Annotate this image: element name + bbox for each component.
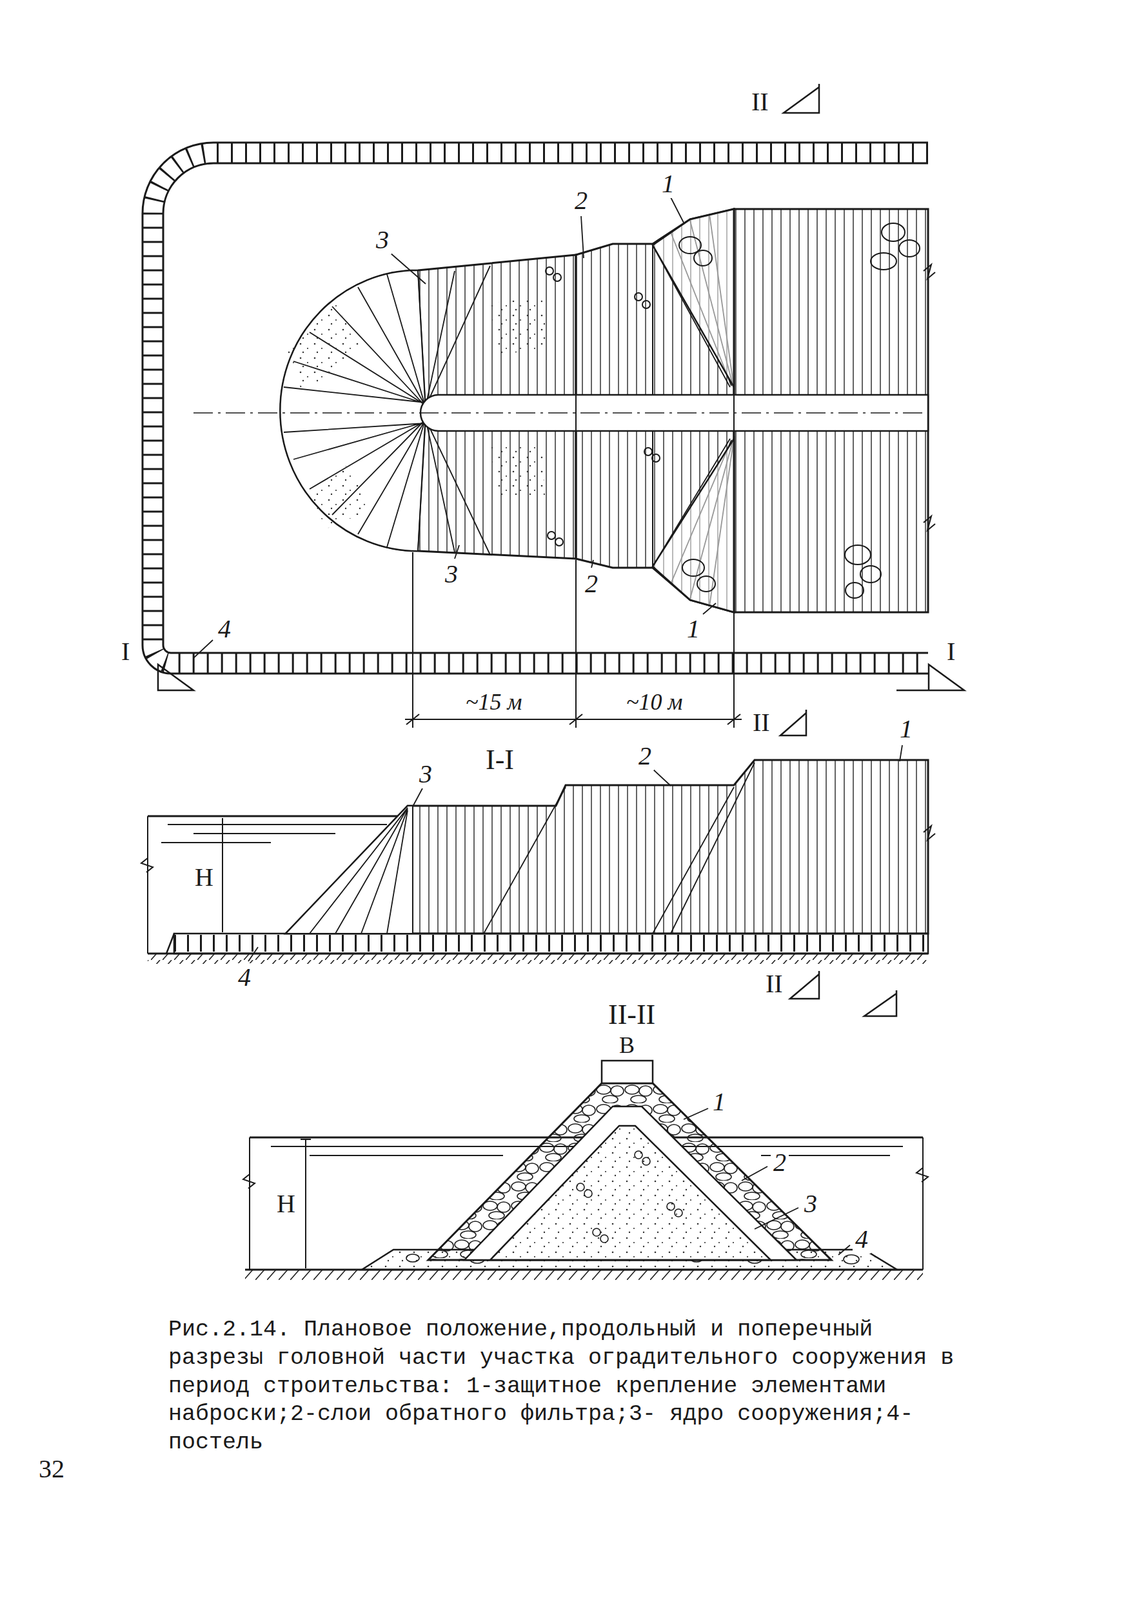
section-mark: 4 (852, 1224, 871, 1254)
section-mark: 1 (897, 714, 916, 743)
section-mark: 1 (710, 1087, 729, 1116)
plain-label: 32 (36, 1454, 68, 1483)
callout-number: II-II (605, 999, 658, 1030)
callout-number: I-I (483, 744, 517, 776)
section-mark: 4 (215, 614, 234, 644)
callout-number: II (750, 708, 773, 737)
plain-label: H (192, 862, 217, 892)
section-mark: 1 (659, 169, 678, 198)
figure-caption: Рис.2.14. Плановое положение,продольный … (168, 1315, 962, 1457)
section-mark: 4 (235, 962, 254, 992)
section-mark: 2 (582, 569, 601, 598)
section-mark: 3 (801, 1189, 820, 1218)
plain-label: H (274, 1189, 298, 1218)
callout-number: I (118, 637, 133, 666)
section-mark: 3 (373, 225, 392, 255)
section-mark: 2 (635, 741, 654, 771)
section-mark: 2 (572, 186, 591, 215)
plain-label: B (616, 1031, 638, 1058)
dimension-label: ~10 м (623, 688, 685, 715)
section-mark: 3 (416, 759, 435, 789)
section-mark: 1 (684, 614, 703, 644)
callout-number: I (944, 637, 958, 666)
dimension-label: ~15 м (463, 688, 525, 715)
section-mark: 2 (770, 1147, 789, 1177)
callout-number: II (762, 969, 786, 998)
callout-number: II (748, 87, 772, 117)
section-mark: 3 (442, 559, 461, 589)
